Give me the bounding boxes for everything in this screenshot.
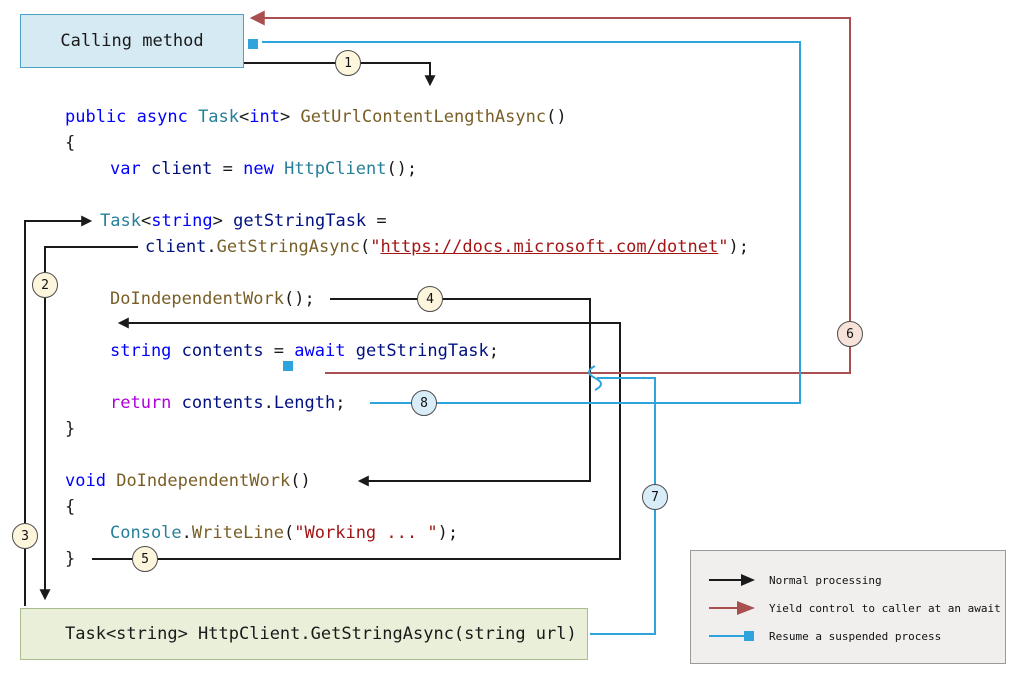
step-circle-6: 6 (837, 321, 863, 347)
calling-method-label: Calling method (60, 31, 204, 51)
code-line: } (65, 546, 75, 572)
code-token: > (279, 107, 301, 127)
code-token: "Working ... " (294, 523, 438, 543)
code-token: = (263, 341, 295, 361)
code-token: GetUrlContentLengthAsync (300, 107, 547, 127)
code-line: Console.WriteLine("Working ... "); (110, 520, 458, 546)
code-token: getStringTask (355, 341, 489, 361)
code-token: = (366, 211, 387, 231)
code-token: Console (110, 523, 182, 543)
code-token: Task (100, 211, 141, 231)
legend-label-yield: Yield control to caller at an await (769, 601, 1001, 615)
legend-row-resume: Resume a suspended process (707, 622, 1005, 650)
code-line: return contents.Length; (110, 390, 345, 416)
code-token: new (243, 159, 274, 179)
code-token: ( (284, 523, 295, 543)
code-token: < (140, 211, 152, 231)
legend-row-yield: Yield control to caller at an await (707, 594, 1005, 622)
code-token: Length (273, 393, 336, 413)
code-token: { (65, 133, 76, 153)
normal-arrow-icon (709, 574, 755, 586)
code-token: await (294, 341, 346, 361)
code-token (141, 159, 151, 179)
resume-marker-caller-icon (248, 39, 258, 49)
step-circle-3: 3 (12, 523, 38, 549)
code-line: { (65, 130, 75, 156)
code-token: = (212, 159, 244, 179)
code-token: string (151, 211, 213, 231)
code-token: contents (181, 341, 264, 361)
yield-arrow-icon (709, 601, 755, 615)
code-token (274, 159, 284, 179)
legend-label-normal: Normal processing (769, 573, 882, 587)
code-token: " (718, 237, 729, 257)
code-token: (); (386, 159, 418, 179)
code-line: public async Task<int> GetUrlContentLeng… (65, 104, 567, 130)
code-line: void DoIndependentWork() (65, 468, 311, 494)
code-token: . (206, 237, 217, 257)
code-token: https://docs.microsoft.com/dotnet (380, 237, 719, 257)
code-token: client (150, 159, 213, 179)
code-line: Task<string> getStringTask = (100, 208, 387, 234)
code-token: . (263, 393, 274, 413)
code-token: (); (284, 289, 315, 309)
code-token: ); (728, 237, 749, 257)
code-token: } (65, 549, 76, 569)
resume-line-icon (709, 631, 754, 641)
calling-method-box: Calling method (20, 14, 244, 68)
code-token: int (249, 107, 280, 127)
code-token: var (110, 159, 141, 179)
code-token: DoIndependentWork (110, 289, 284, 309)
code-token: GetStringAsync (216, 237, 360, 257)
code-token: ; (488, 341, 500, 361)
code-token: ); (437, 523, 459, 543)
step-circle-8: 8 (411, 390, 437, 416)
code-token: void (65, 471, 106, 491)
code-token: contents (181, 393, 264, 413)
code-token (171, 341, 181, 361)
code-token: HttpClient (284, 159, 387, 179)
code-line: client.GetStringAsync("https://docs.micr… (145, 234, 749, 260)
legend-row-normal: Normal processing (707, 566, 1005, 594)
step-circle-1: 1 (335, 50, 361, 76)
step-circle-4: 4 (417, 286, 443, 312)
code-token: Task (198, 107, 240, 127)
code-token (345, 341, 355, 361)
legend-label-resume: Resume a suspended process (769, 629, 942, 643)
code-token: " (370, 237, 381, 257)
code-token (171, 393, 181, 413)
code-token: () (546, 107, 567, 127)
code-token: client (145, 237, 207, 257)
legend-box: Normal processing Yield control to calle… (690, 550, 1006, 664)
code-token: DoIndependentWork (116, 471, 291, 491)
flow-call-doindependentwork (330, 298, 591, 487)
code-line: string contents = await getStringTask; (110, 338, 499, 364)
step-circle-5: 5 (132, 546, 158, 572)
code-token: } (65, 419, 76, 439)
code-token: return (110, 393, 172, 413)
code-line: { (65, 494, 75, 520)
code-token (106, 471, 116, 491)
code-token: ; (335, 393, 346, 413)
step-circle-7: 7 (642, 484, 668, 510)
code-token: getStringTask (233, 211, 367, 231)
resume-squiggle-icon (588, 365, 602, 391)
code-token: WriteLine (191, 523, 285, 543)
code-token: string (110, 341, 172, 361)
code-token: . (181, 523, 192, 543)
getstringasync-label: Task<string> HttpClient.GetStringAsync(s… (65, 624, 577, 644)
code-line: DoIndependentWork(); (110, 286, 315, 312)
code-line: var client = new HttpClient(); (110, 156, 417, 182)
code-token: > (212, 211, 234, 231)
code-line: } (65, 416, 75, 442)
code-token: { (65, 497, 76, 517)
code-token: ( (359, 237, 371, 257)
code-token: public async (65, 107, 199, 127)
code-token: < (239, 107, 250, 127)
code-token: () (290, 471, 311, 491)
getstringasync-box: Task<string> HttpClient.GetStringAsync(s… (20, 608, 588, 660)
step-circle-2: 2 (32, 272, 58, 298)
